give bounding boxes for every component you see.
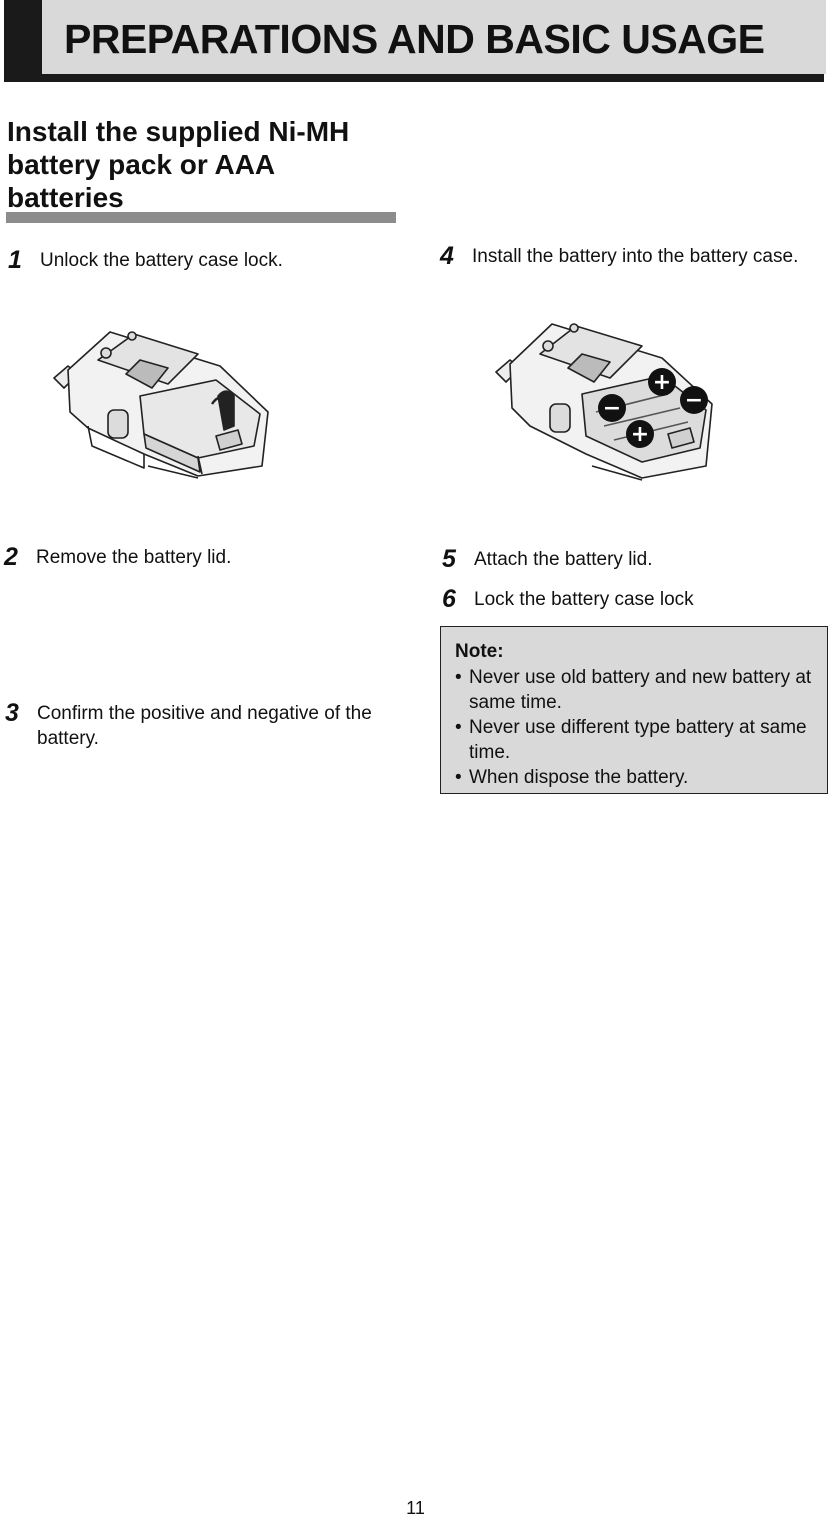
step-number: 5 [442, 545, 456, 573]
note-item-text: Never use old battery and new battery at… [469, 667, 812, 713]
page-header: PREPARATIONS AND BASIC USAGE [4, 0, 826, 82]
page-number: 11 [406, 1498, 425, 1518]
positive-terminal-icon: + [631, 422, 649, 447]
step-text: Confirm the positive and negative of the… [37, 703, 372, 749]
radio-with-batteries-installed-icon: + − − + [492, 316, 718, 482]
step-1: 1 Unlock the battery case lock. [8, 246, 388, 276]
note-item: • When dispose the battery. [455, 765, 815, 790]
step-number: 3 [5, 699, 19, 727]
step-text: Remove the battery lid. [36, 547, 232, 568]
step-text: Install the battery into the battery cas… [472, 246, 799, 267]
positive-terminal-icon: + [653, 370, 671, 395]
note-list: • Never use old battery and new battery … [455, 665, 815, 790]
note-item-text: When dispose the battery. [469, 767, 689, 788]
bullet-icon: • [455, 767, 462, 788]
step-text: Attach the battery lid. [474, 549, 653, 570]
step-number: 2 [4, 543, 18, 571]
bullet-icon: • [455, 717, 462, 738]
step-text: Lock the battery case lock [474, 589, 694, 610]
step-number: 1 [8, 246, 22, 274]
step-4: 4 Install the battery into the battery c… [440, 242, 820, 298]
page-title: PREPARATIONS AND BASIC USAGE [64, 16, 765, 62]
step-2: 2 Remove the battery lid. [4, 543, 384, 573]
note-item: • Never use old battery and new battery … [455, 665, 815, 715]
radio-with-battery-lid-unlock-icon [48, 326, 274, 480]
note-item: • Never use different type battery at sa… [455, 715, 815, 765]
note-box: Note: • Never use old battery and new ba… [440, 626, 828, 794]
note-title: Note: [455, 641, 504, 662]
bullet-icon: • [455, 667, 462, 688]
section-heading: Install the supplied Ni-MH battery pack … [7, 116, 350, 213]
step-number: 4 [440, 242, 454, 270]
step-number: 6 [442, 585, 456, 613]
negative-terminal-icon: − [603, 396, 621, 421]
step-3: 3 Confirm the positive and negative of t… [5, 699, 400, 755]
step-text: Unlock the battery case lock. [40, 250, 283, 271]
step-6: 6 Lock the battery case lock [442, 585, 822, 615]
section-divider [6, 212, 396, 223]
negative-terminal-icon: − [685, 388, 703, 413]
page-header-band: PREPARATIONS AND BASIC USAGE [42, 0, 826, 74]
step-5: 5 Attach the battery lid. [442, 545, 822, 575]
note-item-text: Never use different type battery at same… [469, 717, 807, 763]
